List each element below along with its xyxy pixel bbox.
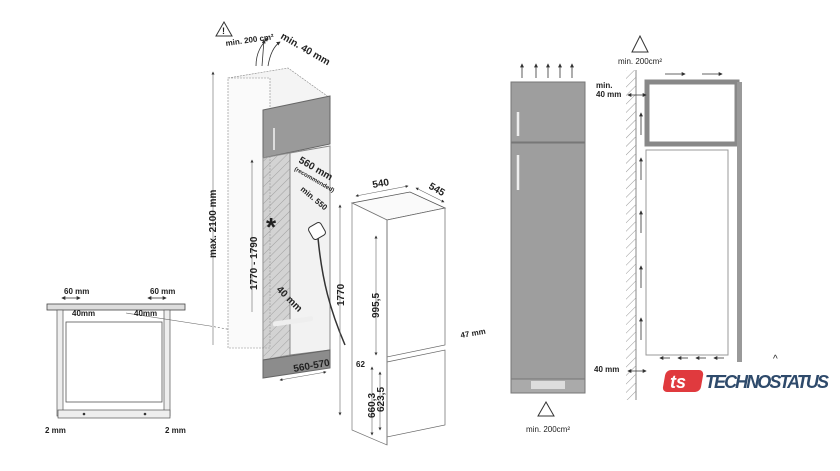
lower-height-1-label: 660,3	[367, 393, 378, 418]
caret-mark: ^	[773, 354, 778, 365]
appliance-drawing: 540 545 1770 995,5 62 47 mm 660,3 623,5	[336, 177, 487, 446]
top-offset-right: 60 mm	[150, 287, 175, 296]
plug-icon	[308, 222, 326, 240]
min-label: min.	[596, 81, 612, 90]
door-gap-label: 47 mm	[460, 327, 487, 340]
top-gap-side-label: 40 mm	[596, 90, 621, 99]
appliance-height-label: 1770	[336, 283, 347, 306]
upper-height-label: 995,5	[371, 293, 382, 318]
bottom-gap-side-label: 40 mm	[594, 365, 619, 374]
vent-bottom-label: min. 200cm²	[526, 425, 570, 434]
niche-height-label: 1770 - 1790	[249, 236, 260, 290]
logo-text: TECHNOSTATUS	[705, 372, 829, 392]
top-offset-left: 60 mm	[64, 287, 89, 296]
gap-right: 40mm	[134, 309, 157, 318]
appliance-width-label: 540	[372, 177, 391, 191]
max-height-label: max. 2100 mm	[208, 190, 219, 258]
cabinet-niche: ! min. 200 cm² min. 40 mm max. 2100 mm 1…	[208, 20, 346, 382]
side-gap-right: 2 mm	[165, 426, 186, 435]
lower-height-2-label: 623,5	[376, 387, 387, 412]
warning-icon-bottom	[537, 400, 555, 417]
vent-area-label: min. 200 cm²	[225, 32, 275, 48]
vent-top-label: min. 200cm²	[618, 57, 662, 66]
side-view: min. 200cm² min. 40 mm 40 mm	[594, 34, 742, 400]
asterisk-mark: *	[266, 212, 277, 242]
niche-top-view: 60 mm 60 mm 40mm 40mm 2 mm 2 mm	[45, 287, 239, 435]
warning-icon-side	[631, 34, 649, 53]
gap-left: 40mm	[72, 309, 95, 318]
logo-mark: ts	[670, 372, 686, 392]
logo-badge	[662, 370, 704, 392]
vent-arrows-icon	[255, 37, 281, 67]
vent-arrows-top-icon	[520, 63, 574, 78]
front-view: min. 200cm²	[510, 63, 586, 434]
warning-icon	[215, 20, 233, 37]
side-gap-left: 2 mm	[45, 426, 66, 435]
svg-text:!: !	[222, 26, 225, 36]
appliance-depth-label: 545	[427, 181, 447, 199]
technostatus-logo: ts TECHNOSTATUS ^	[662, 354, 829, 392]
top-gap-label: min. 40 mm	[279, 31, 332, 68]
gap-62-label: 62	[356, 360, 365, 369]
